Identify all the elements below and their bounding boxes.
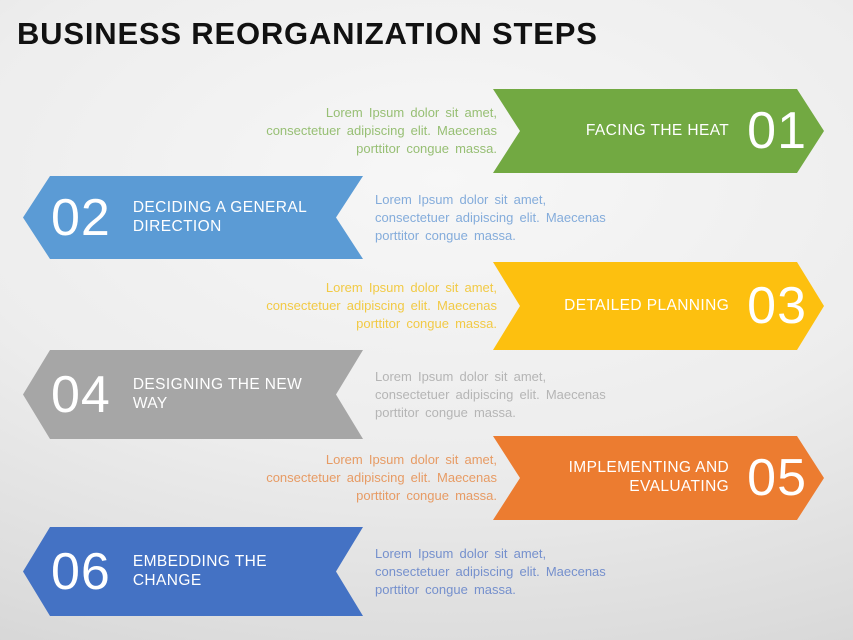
step-5-number: 05 xyxy=(747,449,807,507)
step-3-label: DETAILED PLANNING xyxy=(564,296,730,314)
step-5-arrow-banner: IMPLEMENTING AND EVALUATING 05 xyxy=(493,436,824,520)
step-5-label: IMPLEMENTING AND EVALUATING xyxy=(568,459,730,495)
step-2-arrow-banner: 02 DECIDING A GENERAL DIRECTION xyxy=(23,176,363,259)
step-6-number: 06 xyxy=(51,542,111,601)
step-6-label: EMBEDDING THE CHANGE xyxy=(132,552,267,589)
step-2-description: Lorem Ipsum dolor sit amet, consectetuer… xyxy=(375,191,606,243)
step-2-number: 02 xyxy=(51,188,111,247)
step-1-arrow-banner: FACING THE HEAT 01 xyxy=(493,89,824,173)
step-row-6: 06 EMBEDDING THE CHANGE Lorem Ipsum dolo… xyxy=(0,527,853,616)
step-6-description: Lorem Ipsum dolor sit amet, consectetuer… xyxy=(375,545,606,597)
step-3-description: Lorem Ipsum dolor sit amet, consectetuer… xyxy=(266,280,497,331)
step-3-arrow-banner: DETAILED PLANNING 03 xyxy=(493,262,824,350)
step-1-description: Lorem Ipsum dolor sit amet, consectetuer… xyxy=(266,105,497,156)
step-row-4: 04 DESIGNING THE NEW WAY Lorem Ipsum dol… xyxy=(0,350,853,439)
step-row-2: 02 DECIDING A GENERAL DIRECTION Lorem Ip… xyxy=(0,176,853,259)
step-3-number: 03 xyxy=(747,277,807,335)
step-6-arrow-banner: 06 EMBEDDING THE CHANGE xyxy=(23,527,363,616)
step-2-label: DECIDING A GENERAL DIRECTION xyxy=(132,198,308,235)
step-row-1: Lorem Ipsum dolor sit amet, consectetuer… xyxy=(0,89,853,173)
step-5-description: Lorem Ipsum dolor sit amet, consectetuer… xyxy=(266,452,497,503)
step-4-label: DESIGNING THE NEW WAY xyxy=(132,375,303,412)
page-title: BUSINESS REORGANIZATION STEPS xyxy=(17,16,598,51)
step-4-arrow-banner: 04 DESIGNING THE NEW WAY xyxy=(23,350,363,439)
step-row-3: Lorem Ipsum dolor sit amet, consectetuer… xyxy=(0,262,853,350)
step-1-label: FACING THE HEAT xyxy=(585,121,730,139)
step-4-number: 04 xyxy=(51,365,111,424)
step-1-number: 01 xyxy=(747,102,807,160)
step-4-description: Lorem Ipsum dolor sit amet, consectetuer… xyxy=(375,368,606,420)
step-row-5: Lorem Ipsum dolor sit amet, consectetuer… xyxy=(0,436,853,520)
